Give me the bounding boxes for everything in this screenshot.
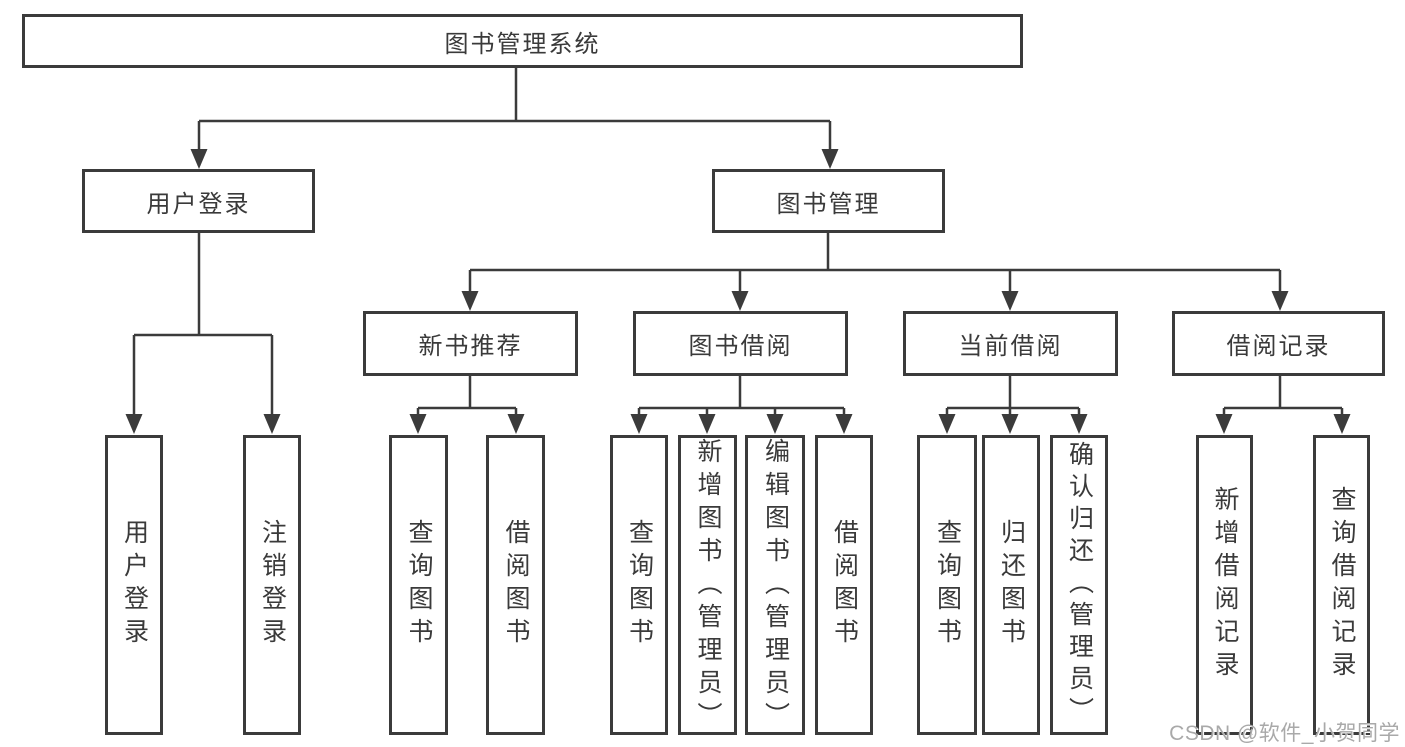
connector-bookmgmt-to-children (468, 233, 1282, 307)
node-book-management-label: 图书管理 (776, 190, 881, 218)
leaf-current-confirm-return-admin: 确认归还（管理员） (1050, 435, 1108, 735)
leaf-current-query-book: 查询图书 (917, 435, 977, 735)
connector-borrowrecord-to-children (1222, 376, 1344, 430)
connector-userlogin-to-children (132, 233, 274, 430)
leaf-borrow-query-book: 查询图书 (610, 435, 668, 735)
leaf-borrow-borrow-book: 借阅图书 (815, 435, 873, 735)
node-root-label: 图书管理系统 (444, 30, 601, 58)
node-book-borrow: 图书借阅 (633, 311, 848, 376)
leaf-borrow-add-book-admin: 新增图书（管理员） (678, 435, 737, 735)
node-new-book-recommend: 新书推荐 (363, 311, 578, 376)
node-borrow-records: 借阅记录 (1172, 311, 1385, 376)
connector-newbook-to-children (416, 376, 518, 430)
leaf-record-add-borrow-record: 新增借阅记录 (1196, 435, 1253, 735)
connector-bookborrow-to-children (637, 376, 846, 430)
node-book-borrow-label: 图书借阅 (688, 333, 793, 360)
leaf-current-return-book: 归还图书 (982, 435, 1040, 735)
node-user-login-label: 用户登录 (146, 190, 251, 218)
watermark: CSDN @软件_小贺同学 (1169, 722, 1400, 745)
node-user-login: 用户登录 (82, 169, 315, 233)
node-current-borrow-label: 当前借阅 (958, 333, 1063, 360)
leaf-record-query-borrow-record: 查询借阅记录 (1313, 435, 1370, 735)
arrowheads (125, 149, 1351, 434)
leaf-user-login: 用户登录 (105, 435, 163, 735)
leaf-newbook-query-book: 查询图书 (389, 435, 448, 735)
leaf-newbook-borrow-book: 借阅图书 (486, 435, 545, 735)
connector-root-to-level2 (197, 68, 832, 166)
node-borrow-records-label: 借阅记录 (1226, 333, 1331, 360)
node-book-management: 图书管理 (712, 169, 945, 233)
node-root: 图书管理系统 (22, 14, 1023, 68)
node-new-book-recommend-label: 新书推荐 (418, 333, 523, 360)
leaf-logout: 注销登录 (243, 435, 301, 735)
node-current-borrow: 当前借阅 (903, 311, 1118, 376)
leaf-borrow-edit-book-admin: 编辑图书（管理员） (745, 435, 805, 735)
